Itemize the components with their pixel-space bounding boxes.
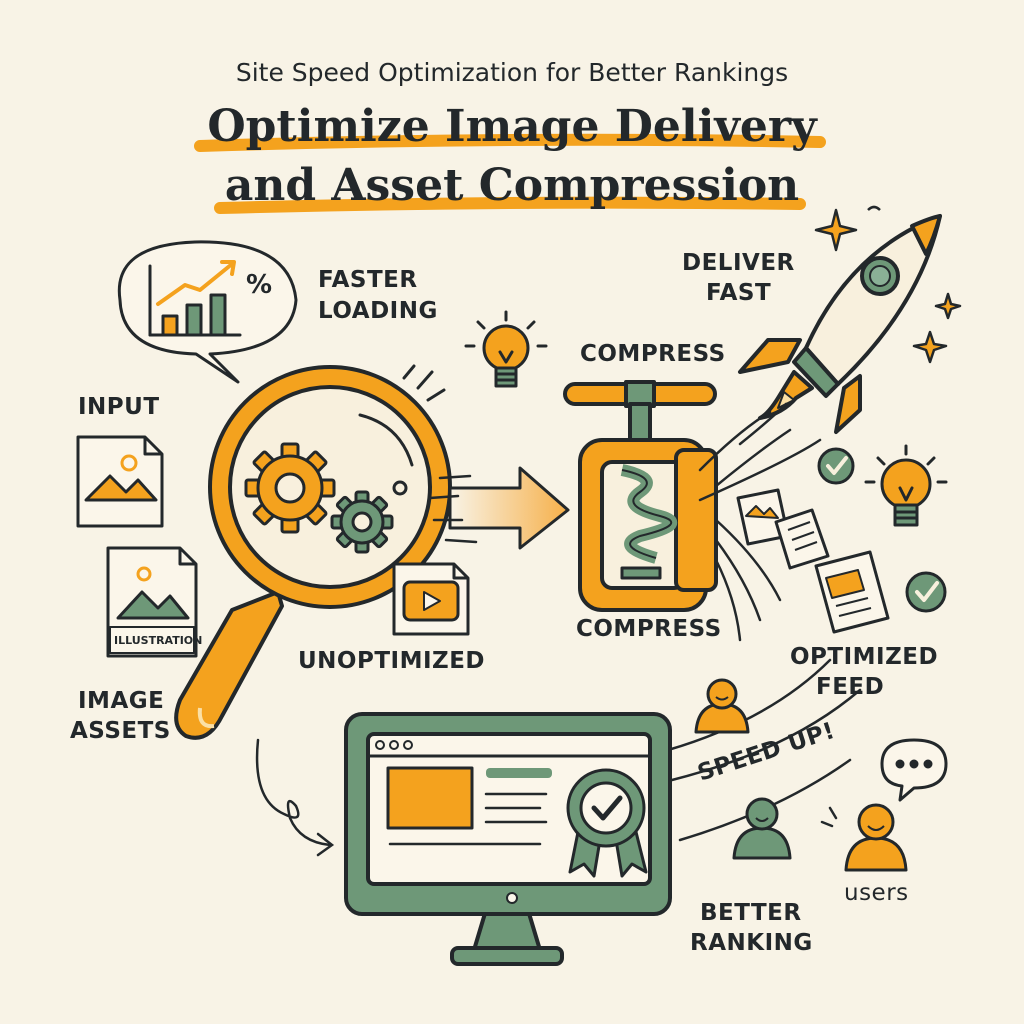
gear-icon: [244, 442, 336, 534]
star-icon: [814, 205, 962, 364]
users-label: users: [844, 880, 909, 906]
optimized-feed-label-2: FEED: [816, 674, 885, 700]
compress-label-top: COMPRESS: [580, 341, 726, 367]
speech-bubble-icon: [880, 738, 948, 802]
image-assets-label-1: IMAGE: [78, 688, 165, 714]
arrow-icon: [428, 466, 570, 550]
lightbulb-icon: [464, 310, 548, 388]
illustration-label: ILLUSTRATION: [114, 634, 203, 647]
speed-lines: [698, 402, 822, 502]
rocket-icon: [738, 214, 942, 434]
page-title-line2: and Asset Compression: [224, 160, 800, 211]
user-icon: [732, 797, 792, 860]
page-subtitle: Site Speed Optimization for Better Ranki…: [235, 58, 789, 87]
video-file-icon: [392, 562, 470, 636]
document-icon: [736, 488, 790, 546]
deliver-fast-label-2: FAST: [706, 280, 772, 306]
percent-label: %: [246, 270, 273, 300]
award-badge-icon: [566, 768, 648, 878]
image-file-icon: [106, 546, 198, 658]
gear-icon: [330, 490, 394, 554]
user-icon: [694, 678, 750, 734]
unoptimized-label: UNOPTIMIZED: [298, 648, 486, 674]
checkmark-icon: [817, 447, 855, 485]
optimized-feed-label-1: OPTIMIZED: [790, 644, 939, 670]
faster-loading-label-1: FASTER: [318, 267, 418, 293]
checkmark-icon: [905, 571, 947, 613]
flow-lines: [666, 518, 862, 842]
document-icon: [774, 508, 830, 570]
user-icon: [820, 803, 908, 872]
image-assets-label-2: ASSETS: [70, 718, 171, 744]
page-title-line1: Optimize Image Delivery: [207, 101, 817, 152]
flow-arrow-icon: [255, 738, 335, 857]
chart-bubble-icon: [117, 240, 298, 384]
motion-lines: [402, 364, 446, 402]
image-file-icon: [76, 435, 164, 528]
clamp-icon: [563, 380, 718, 612]
document-icon: [814, 550, 890, 634]
better-ranking-label-2: RANKING: [690, 930, 813, 956]
compress-label-bottom: COMPRESS: [576, 616, 722, 642]
lightbulb-icon: [864, 444, 948, 527]
better-ranking-label-1: BETTER: [700, 900, 802, 926]
title-highlight: [194, 133, 826, 214]
input-label: INPUT: [78, 394, 160, 420]
faster-loading-label-2: LOADING: [318, 298, 438, 324]
magnifier-icon: [174, 365, 452, 740]
deliver-fast-label-1: DELIVER: [682, 250, 795, 276]
